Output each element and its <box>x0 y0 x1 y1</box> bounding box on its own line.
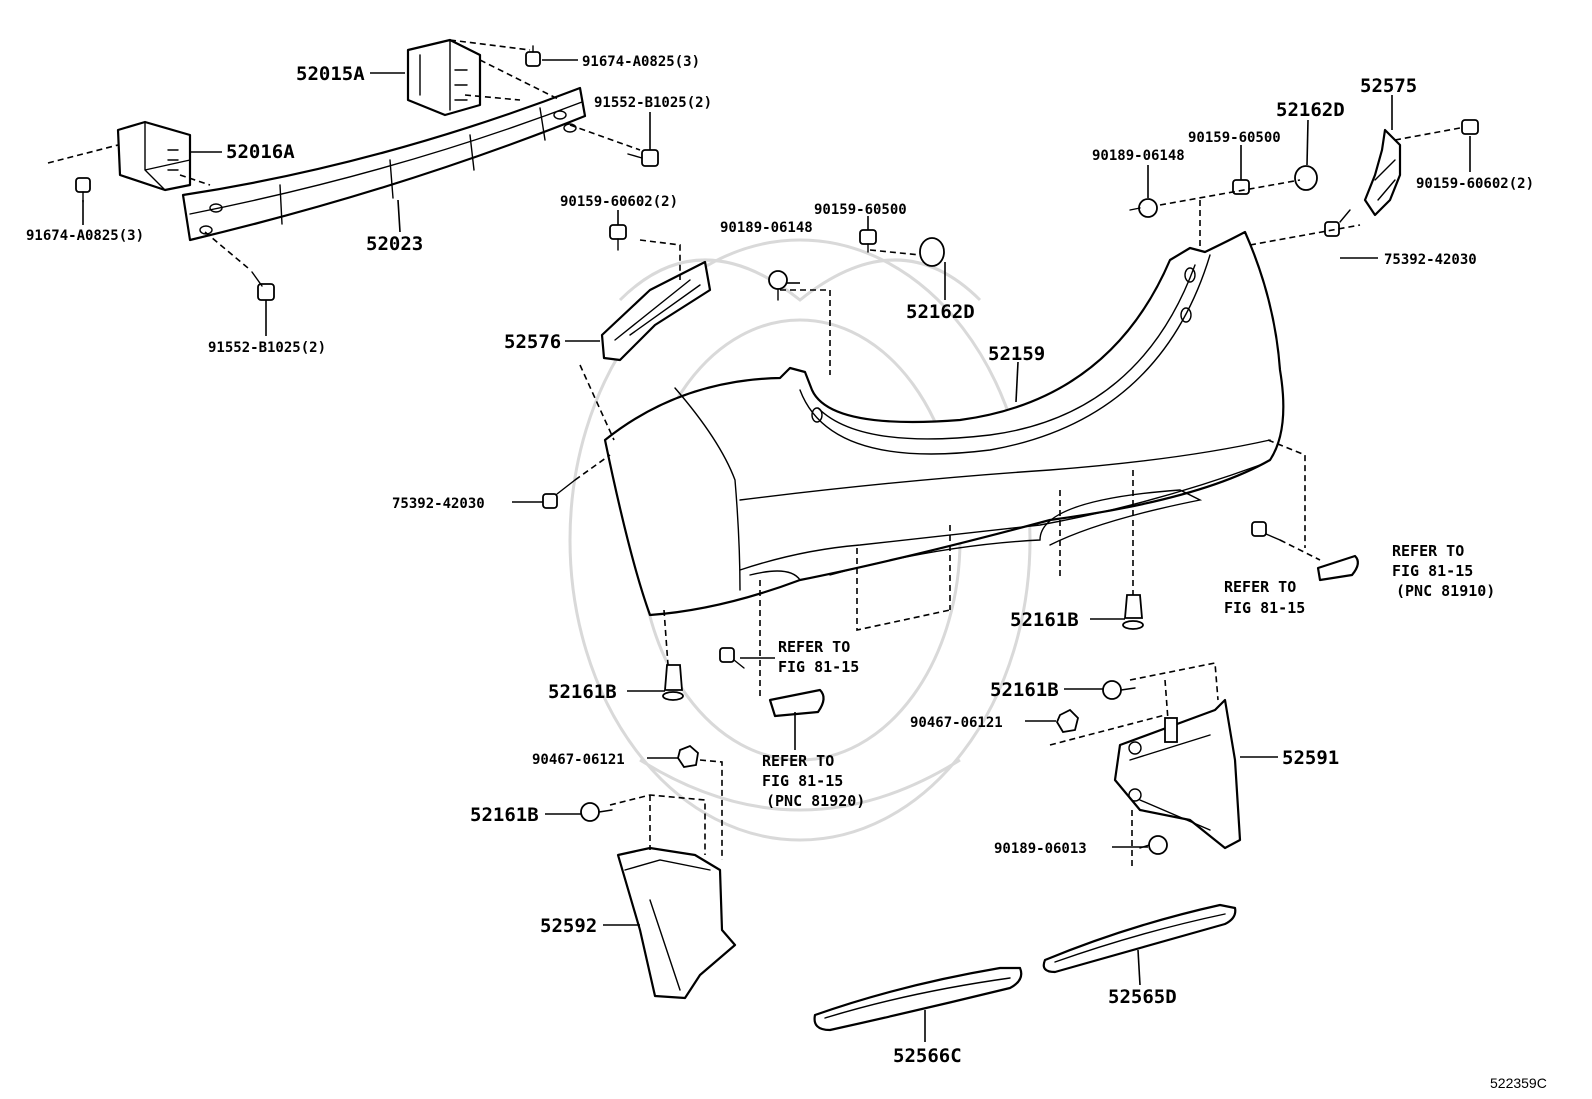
push-clip-icon[interactable] <box>1102 680 1136 700</box>
label-90467-06121-a[interactable]: 90467-06121 <box>910 715 1003 731</box>
label-90189-06148-b[interactable]: 90189-06148 <box>1092 148 1185 164</box>
refer-note-3-line1[interactable]: REFER TO <box>1224 578 1296 596</box>
push-clip-icon[interactable] <box>580 802 613 822</box>
refer-note-3-line2[interactable]: FIG 81-15 <box>1224 599 1305 617</box>
label-52161B-b[interactable]: 52161B <box>548 681 617 703</box>
label-52161B-c[interactable]: 52161B <box>990 679 1059 701</box>
label-52575[interactable]: 52575 <box>1360 75 1417 97</box>
label-52159[interactable]: 52159 <box>988 343 1045 365</box>
bolt-icon[interactable] <box>627 149 659 167</box>
label-52162D-b[interactable]: 52162D <box>1276 99 1345 121</box>
reflector-81910[interactable] <box>1316 554 1359 582</box>
label-90189-06013[interactable]: 90189-06013 <box>994 841 1087 857</box>
garnish-52565D[interactable] <box>1042 903 1237 974</box>
screw-icon[interactable] <box>1232 179 1250 195</box>
label-75392-42030-a[interactable]: 75392-42030 <box>392 496 485 512</box>
bolt-icon[interactable] <box>525 45 541 67</box>
retainer-52591[interactable] <box>1113 698 1242 850</box>
leader-lines <box>82 59 1471 1042</box>
screw-icon[interactable] <box>1324 209 1351 237</box>
screw-icon[interactable] <box>1139 835 1168 855</box>
label-52016A[interactable]: 52016A <box>226 141 295 163</box>
refer-note-4-line3[interactable]: (PNC 81910) <box>1396 582 1495 600</box>
bolt-icon[interactable] <box>251 271 275 301</box>
diagram-code: 522359C <box>1490 1075 1547 1091</box>
refer-note-1-line1[interactable]: REFER TO <box>778 638 850 656</box>
refer-notes: REFER TO FIG 81-15 REFER TO FIG 81-15 (P… <box>762 542 1495 810</box>
refer-note-1-line2[interactable]: FIG 81-15 <box>778 658 859 676</box>
bumper-absorber-right[interactable] <box>406 38 482 117</box>
reflector-81920[interactable] <box>768 688 825 718</box>
bracket-52576[interactable] <box>600 260 712 362</box>
screw-icon[interactable] <box>542 479 576 509</box>
cap-icon[interactable] <box>1294 165 1318 191</box>
screw-icon[interactable] <box>719 647 745 669</box>
nut-icon[interactable] <box>677 744 699 768</box>
label-90159-60602-b[interactable]: 90159-60602(2) <box>1416 176 1534 192</box>
refer-note-2-line1[interactable]: REFER TO <box>762 752 834 770</box>
label-91674-A0825-b[interactable]: 91674-A0825(3) <box>26 228 144 244</box>
nut-icon[interactable] <box>1055 708 1079 733</box>
label-90467-06121-b[interactable]: 90467-06121 <box>532 752 625 768</box>
clip-icon[interactable] <box>1129 198 1158 218</box>
cap-icon[interactable] <box>919 237 945 267</box>
label-90159-60602-a[interactable]: 90159-60602(2) <box>560 194 678 210</box>
bolt-icon[interactable] <box>75 177 91 203</box>
label-90159-60500-a[interactable]: 90159-60500 <box>814 202 907 218</box>
refer-note-4-line1[interactable]: REFER TO <box>1392 542 1464 560</box>
part-labels: 52015A 52016A 52023 91674-A0825(3) 91674… <box>26 54 1534 1067</box>
label-52162D-a[interactable]: 52162D <box>906 301 975 323</box>
label-75392-42030-b[interactable]: 75392-42030 <box>1384 252 1477 268</box>
screw-icon[interactable] <box>1251 521 1281 541</box>
retainer-52592[interactable] <box>616 846 737 1000</box>
bumper-cover[interactable] <box>603 230 1285 617</box>
label-52023[interactable]: 52023 <box>366 233 423 255</box>
label-90159-60500-b[interactable]: 90159-60500 <box>1188 130 1281 146</box>
label-52161B-a[interactable]: 52161B <box>1010 609 1079 631</box>
refer-note-4-line2[interactable]: FIG 81-15 <box>1392 562 1473 580</box>
label-52566C[interactable]: 52566C <box>893 1045 962 1067</box>
assembly-dashed-lines <box>574 127 1461 870</box>
push-clip-icon[interactable] <box>1122 594 1144 630</box>
garnish-52566C[interactable] <box>813 966 1023 1032</box>
bracket-52575[interactable] <box>1363 128 1402 217</box>
bumper-reinforcement-beam[interactable] <box>181 86 587 242</box>
label-52161B-d[interactable]: 52161B <box>470 804 539 826</box>
push-clip-icon[interactable] <box>662 664 684 701</box>
label-52015A[interactable]: 52015A <box>296 63 365 85</box>
refer-note-2-line2[interactable]: FIG 81-15 <box>762 772 843 790</box>
label-52565D[interactable]: 52565D <box>1108 986 1177 1008</box>
refer-note-2-line3[interactable]: (PNC 81920) <box>766 792 865 810</box>
label-91552-B1025-a[interactable]: 91552-B1025(2) <box>594 95 712 111</box>
label-52591[interactable]: 52591 <box>1282 747 1339 769</box>
label-52592[interactable]: 52592 <box>540 915 597 937</box>
label-90189-06148-a[interactable]: 90189-06148 <box>720 220 813 236</box>
screw-icon[interactable] <box>859 229 877 253</box>
label-52576[interactable]: 52576 <box>504 331 561 353</box>
label-91552-B1025-b[interactable]: 91552-B1025(2) <box>208 340 326 356</box>
clip-icon[interactable] <box>768 270 788 301</box>
screw-icon[interactable] <box>609 224 627 251</box>
screw-icon[interactable] <box>1461 119 1479 135</box>
reinforcement-assembly <box>47 38 659 301</box>
label-91674-A0825-a[interactable]: 91674-A0825(3) <box>582 54 700 70</box>
